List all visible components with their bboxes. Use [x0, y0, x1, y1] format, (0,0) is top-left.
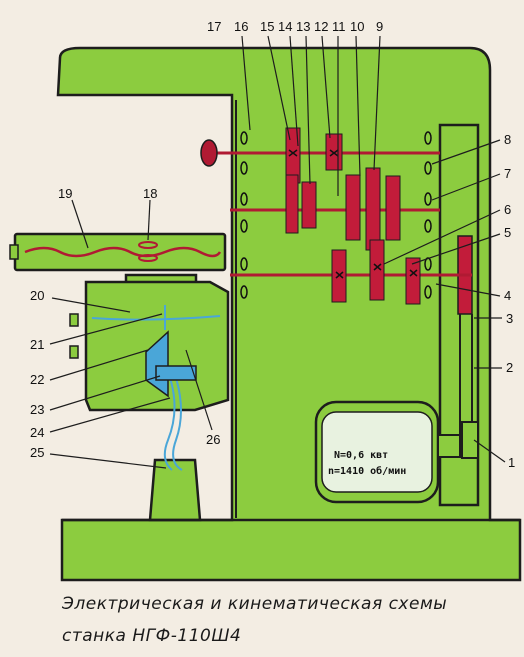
callout-7: 7 [504, 166, 511, 181]
callout-1: 1 [508, 455, 515, 470]
handwheel-icon [200, 139, 218, 167]
leader-lines [49, 35, 506, 469]
fluid-lines [91, 305, 221, 471]
caption-line-1: Электрическая и кинематическая схемы [62, 594, 448, 614]
callout-16: 16 [234, 19, 248, 34]
caption-line-2: станка НГФ-110Ш4 [62, 626, 242, 646]
machine-body [13, 46, 522, 582]
callout-4: 4 [504, 288, 511, 303]
callout-9: 9 [376, 19, 383, 34]
motor-power-label: N=0,6 квт [334, 450, 388, 461]
callout-19: 19 [58, 186, 72, 201]
motor-icon: N=0,6 квт n=1410 об/мин [314, 400, 461, 504]
table-screw [9, 241, 222, 262]
callout-numbers: 1 2 3 4 5 6 7 8 9 10 11 12 13 14 15 16 1… [30, 19, 515, 470]
callout-15: 15 [260, 19, 274, 34]
callout-18: 18 [143, 186, 157, 201]
callout-17: 17 [207, 19, 221, 34]
shafts [206, 151, 472, 277]
callout-13: 13 [296, 19, 310, 34]
callout-6: 6 [504, 202, 511, 217]
callout-2: 2 [506, 360, 513, 375]
gear-train [285, 127, 421, 305]
gear-crosses [288, 149, 418, 279]
motor-speed-label: n=1410 об/мин [328, 465, 406, 477]
callout-11: 11 [332, 19, 346, 34]
callout-25: 25 [30, 445, 44, 460]
bearing-marks [240, 131, 432, 299]
knob-icons [69, 313, 79, 359]
callout-14: 14 [278, 19, 292, 34]
callout-20: 20 [30, 288, 44, 303]
callout-5: 5 [504, 225, 511, 240]
callout-22: 22 [30, 372, 44, 387]
callout-10: 10 [350, 19, 364, 34]
callout-23: 23 [30, 402, 44, 417]
bevel-gear [145, 330, 197, 398]
callout-21: 21 [30, 337, 44, 352]
callout-8: 8 [504, 132, 511, 147]
callout-12: 12 [314, 19, 328, 34]
callout-26: 26 [206, 432, 220, 447]
callout-24: 24 [30, 425, 44, 440]
callout-3: 3 [506, 311, 513, 326]
